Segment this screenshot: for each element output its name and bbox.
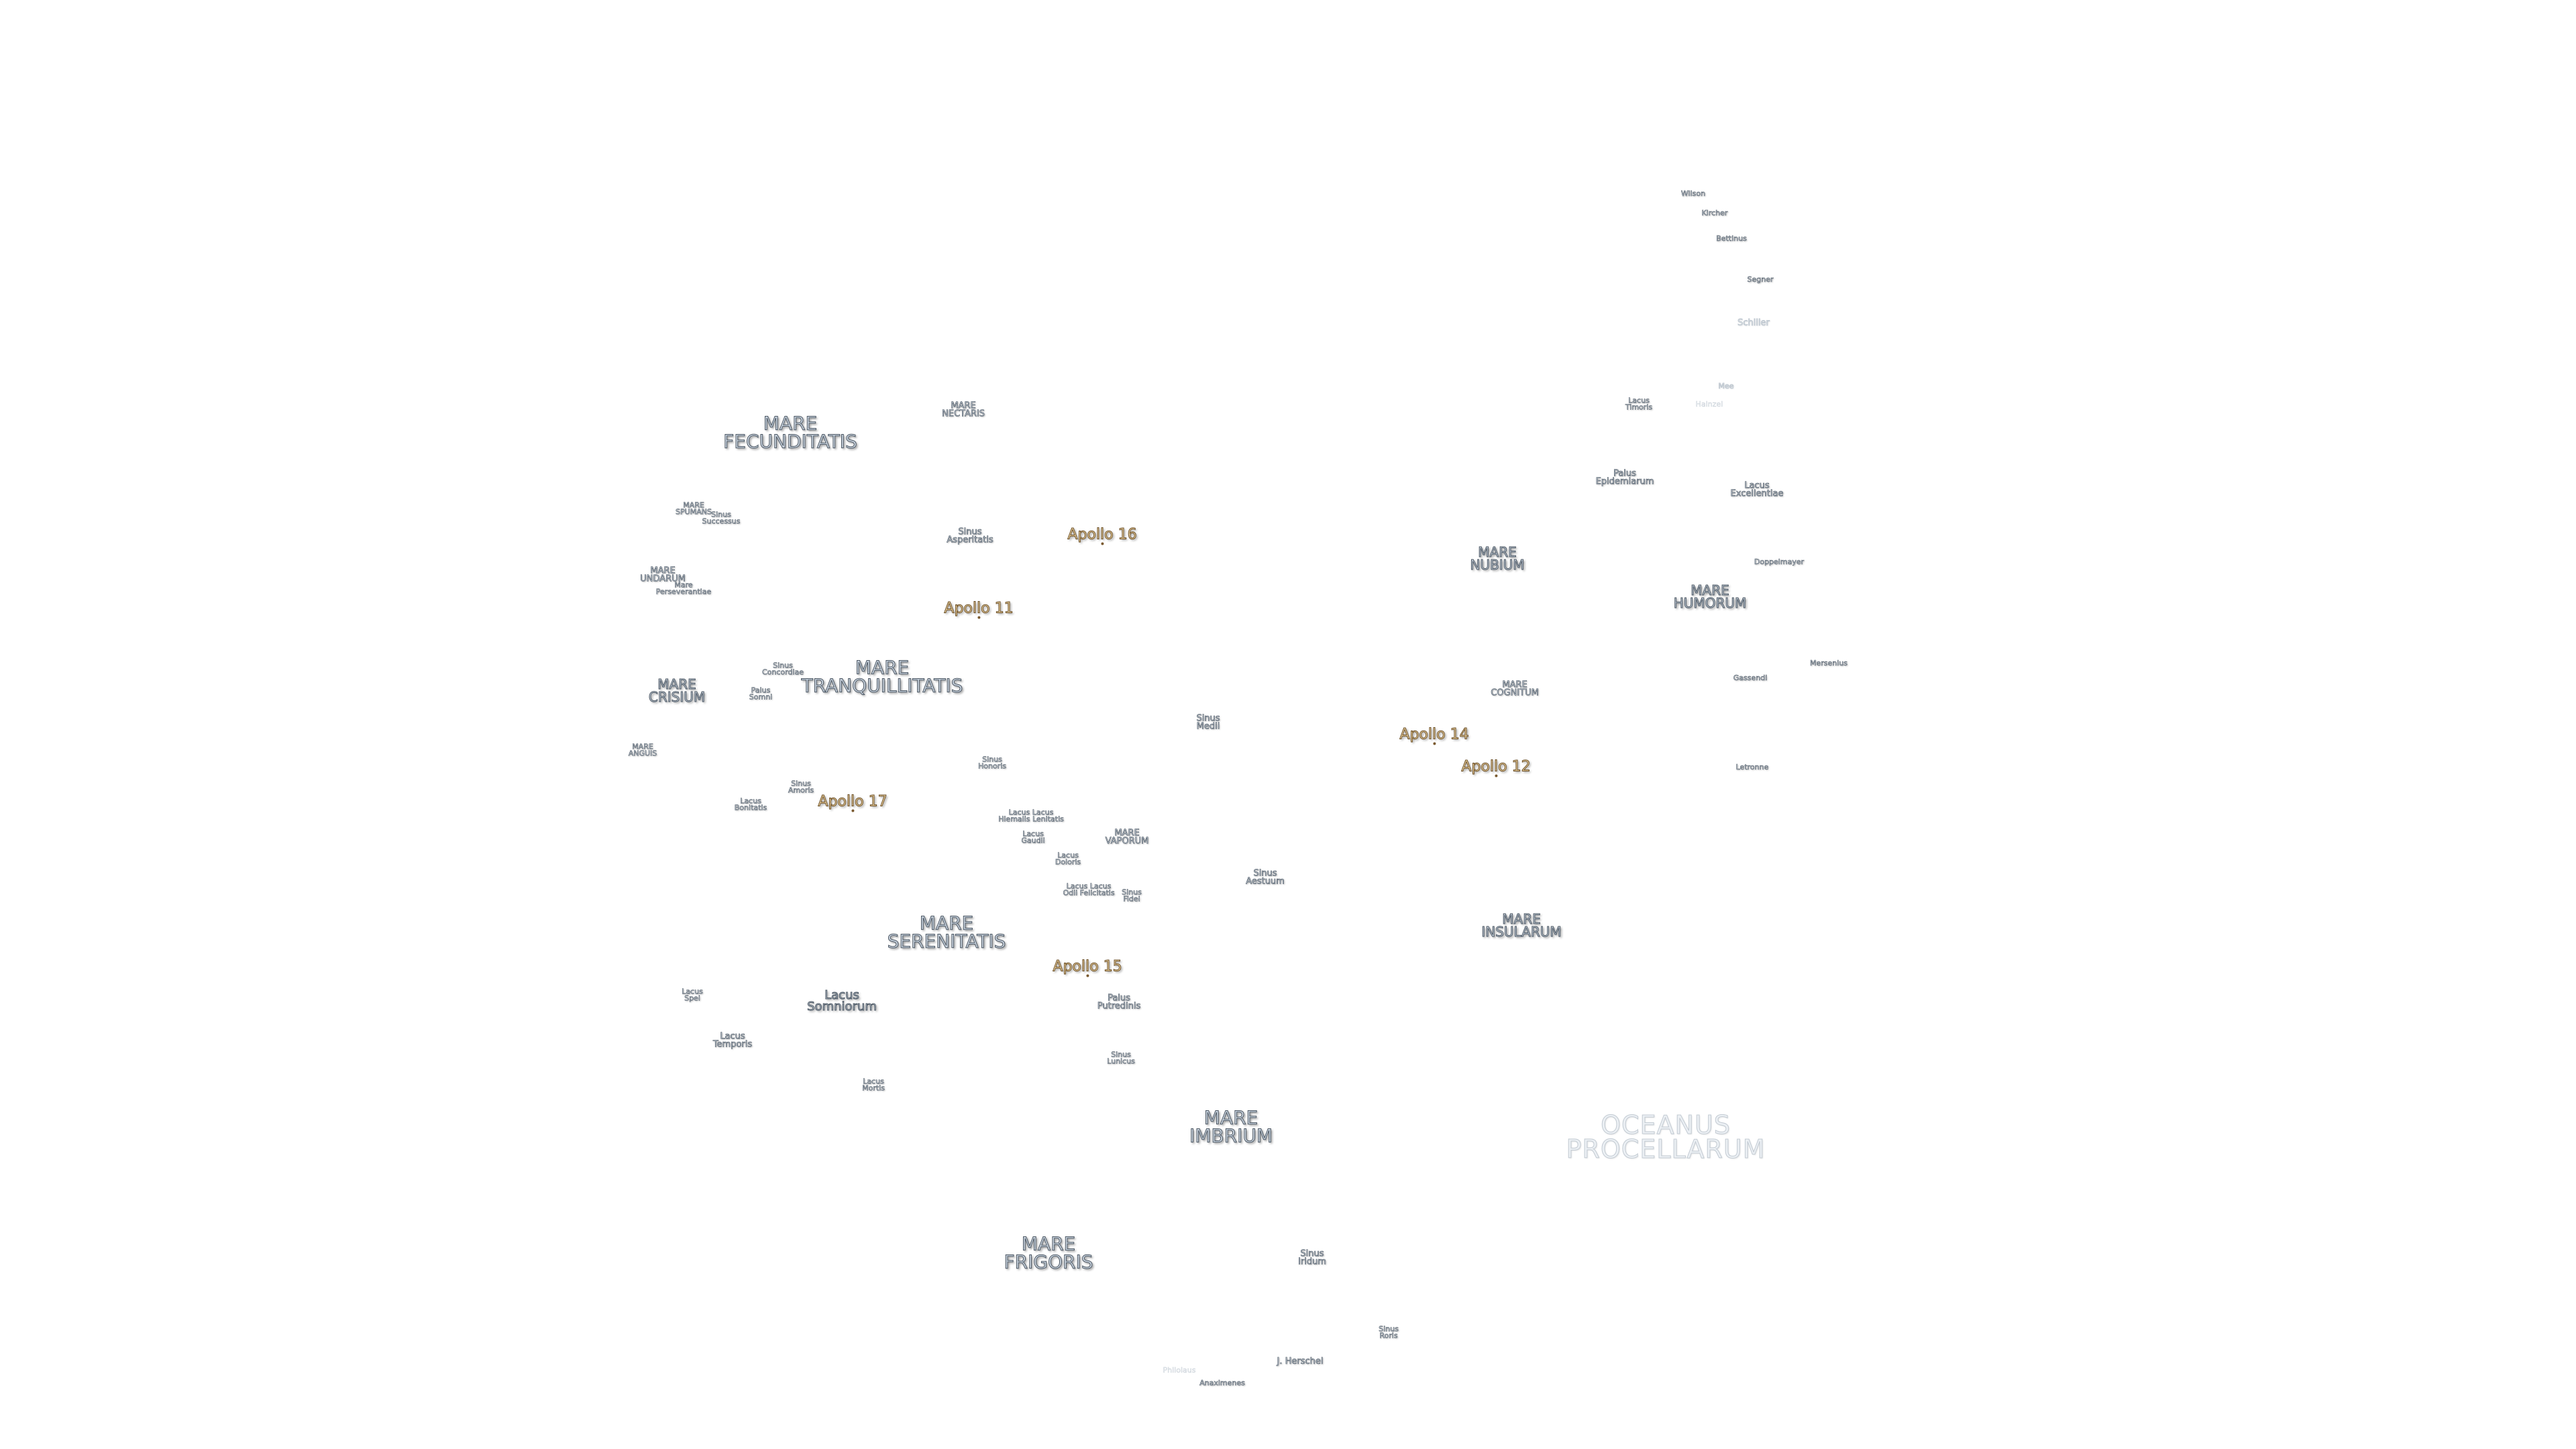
label-lacus-doloris[interactable]: Lacus Doloris — [1055, 851, 1081, 867]
label-apollo-14[interactable]: Apollo 14 — [1399, 726, 1469, 745]
label-lacus-timoris[interactable]: Lacus Timoris — [1625, 396, 1653, 412]
label-palus-putredinis[interactable]: Palus Putredinis — [1097, 993, 1141, 1012]
label-palus-epidemiarum[interactable]: Palus Epidemiarum — [1595, 468, 1654, 487]
label-crater-doppelmayer[interactable]: Doppelmayer — [1754, 557, 1805, 566]
label-mare-humorum[interactable]: MARE HUMORUM — [1673, 582, 1747, 611]
label-crater-anaximenes[interactable]: Anaximenes — [1199, 1378, 1245, 1387]
label-mare-anguis[interactable]: MARE ANGUIS — [628, 742, 657, 758]
label-sinus-successus[interactable]: Sinus Successus — [702, 510, 741, 526]
label-crater-letronne[interactable]: Letronne — [1735, 762, 1769, 771]
label-mare-spumans[interactable]: MARE SPUMANS — [676, 500, 712, 517]
label-mare-tranquillitatis[interactable]: MARE TRANQUILLITATIS — [801, 656, 963, 696]
label-apollo-11[interactable]: Apollo 11 — [944, 600, 1014, 619]
label-oceanus-procellarum[interactable]: OCEANUS PROCELLARUM — [1566, 1110, 1766, 1164]
label-apollo-16[interactable]: Apollo 16 — [1067, 526, 1137, 545]
label-lacus-somniorum[interactable]: Lacus Somniorum — [807, 987, 877, 1014]
label-lacus-odii-felicitatis[interactable]: Lacus Lacus Odii Felicitatis — [1063, 881, 1115, 898]
label-lacus-mortis[interactable]: Lacus Mortis — [862, 1077, 885, 1093]
label-apollo-17[interactable]: Apollo 17 — [818, 793, 888, 812]
label-mare-vaporum[interactable]: MARE VAPORUM — [1105, 828, 1149, 847]
label-mare-nectaris[interactable]: MARE NECTARIS — [942, 400, 985, 419]
label-crater-segner[interactable]: Segner — [1747, 274, 1774, 284]
label-mare-fecunditatis[interactable]: MARE FECUNDITATIS — [723, 412, 858, 452]
label-sinus-amoris[interactable]: Sinus Amoris — [788, 779, 814, 795]
label-apollo-12[interactable]: Apollo 12 — [1461, 758, 1531, 777]
label-mare-nubium[interactable]: MARE NUBIUM — [1470, 544, 1525, 573]
label-lacus-gaudii[interactable]: Lacus Gaudii — [1021, 829, 1045, 845]
label-lacus-excellentiae[interactable]: Lacus Excellentiae — [1730, 480, 1784, 499]
label-mare-imbrium[interactable]: MARE IMBRIUM — [1189, 1106, 1273, 1146]
label-mare-serenitatis[interactable]: MARE SERENITATIS — [887, 912, 1006, 952]
label-apollo-15[interactable]: Apollo 15 — [1053, 958, 1122, 977]
label-crater-philolaus[interactable]: Philolaus — [1163, 1365, 1196, 1375]
label-mare-undarum[interactable]: MARE UNDARUM — [640, 566, 686, 584]
label-sinus-medii[interactable]: Sinus Medii — [1196, 713, 1220, 732]
label-sinus-honoris[interactable]: Sinus Honoris — [977, 755, 1007, 771]
label-mare-cognitum[interactable]: MARE COGNITUM — [1491, 680, 1539, 698]
label-sinus-iridum[interactable]: Sinus Iridum — [1298, 1248, 1327, 1267]
label-crater-bettinus[interactable]: Bettinus — [1716, 233, 1747, 243]
label-sinus-asperitatis[interactable]: Sinus Asperitatis — [947, 527, 994, 545]
label-lacus-bonitatis[interactable]: Lacus Bonitatis — [734, 796, 767, 812]
label-crater-wilson[interactable]: Wilson — [1680, 189, 1706, 198]
label-crater-kircher[interactable]: Kircher — [1701, 208, 1728, 217]
label-crater-gassendi[interactable]: Gassendi — [1733, 673, 1768, 682]
label-sinus-concordiae[interactable]: Sinus Concordiae — [761, 661, 804, 677]
label-mare-perseverantiae[interactable]: Mare Perseverantiae — [655, 580, 712, 596]
label-crater-schiller[interactable]: Schiller — [1737, 317, 1770, 328]
label-mare-insularum[interactable]: MARE INSULARUM — [1481, 911, 1562, 940]
label-sinus-roris[interactable]: Sinus Roris — [1379, 1324, 1399, 1340]
label-palus-somni[interactable]: Palus Somni — [749, 686, 773, 702]
label-mare-frigoris[interactable]: MARE FRIGORIS — [1004, 1232, 1093, 1273]
label-sinus-fidei[interactable]: Sinus Fidei — [1122, 888, 1142, 904]
label-crater-mee[interactable]: Mee — [1718, 381, 1734, 390]
label-lacus-spei[interactable]: Lacus Spei — [682, 987, 703, 1003]
label-lacus-hiemalis-lenitatis[interactable]: Lacus Lacus Hiemalis Lenitatis — [998, 808, 1064, 824]
label-crater-hainzel[interactable]: Hainzel — [1695, 399, 1723, 409]
label-crater-mersenius[interactable]: Mersenius — [1809, 658, 1848, 667]
label-sinus-aestuum[interactable]: Sinus Aestuum — [1246, 868, 1285, 887]
label-crater-j-herschel[interactable]: J. Herschel — [1277, 1356, 1324, 1366]
label-mare-crisium[interactable]: MARE CRISIUM — [648, 676, 706, 705]
label-sinus-lunicus[interactable]: Sinus Lunicus — [1107, 1050, 1135, 1066]
label-lacus-temporis[interactable]: Lacus Temporis — [712, 1031, 753, 1050]
